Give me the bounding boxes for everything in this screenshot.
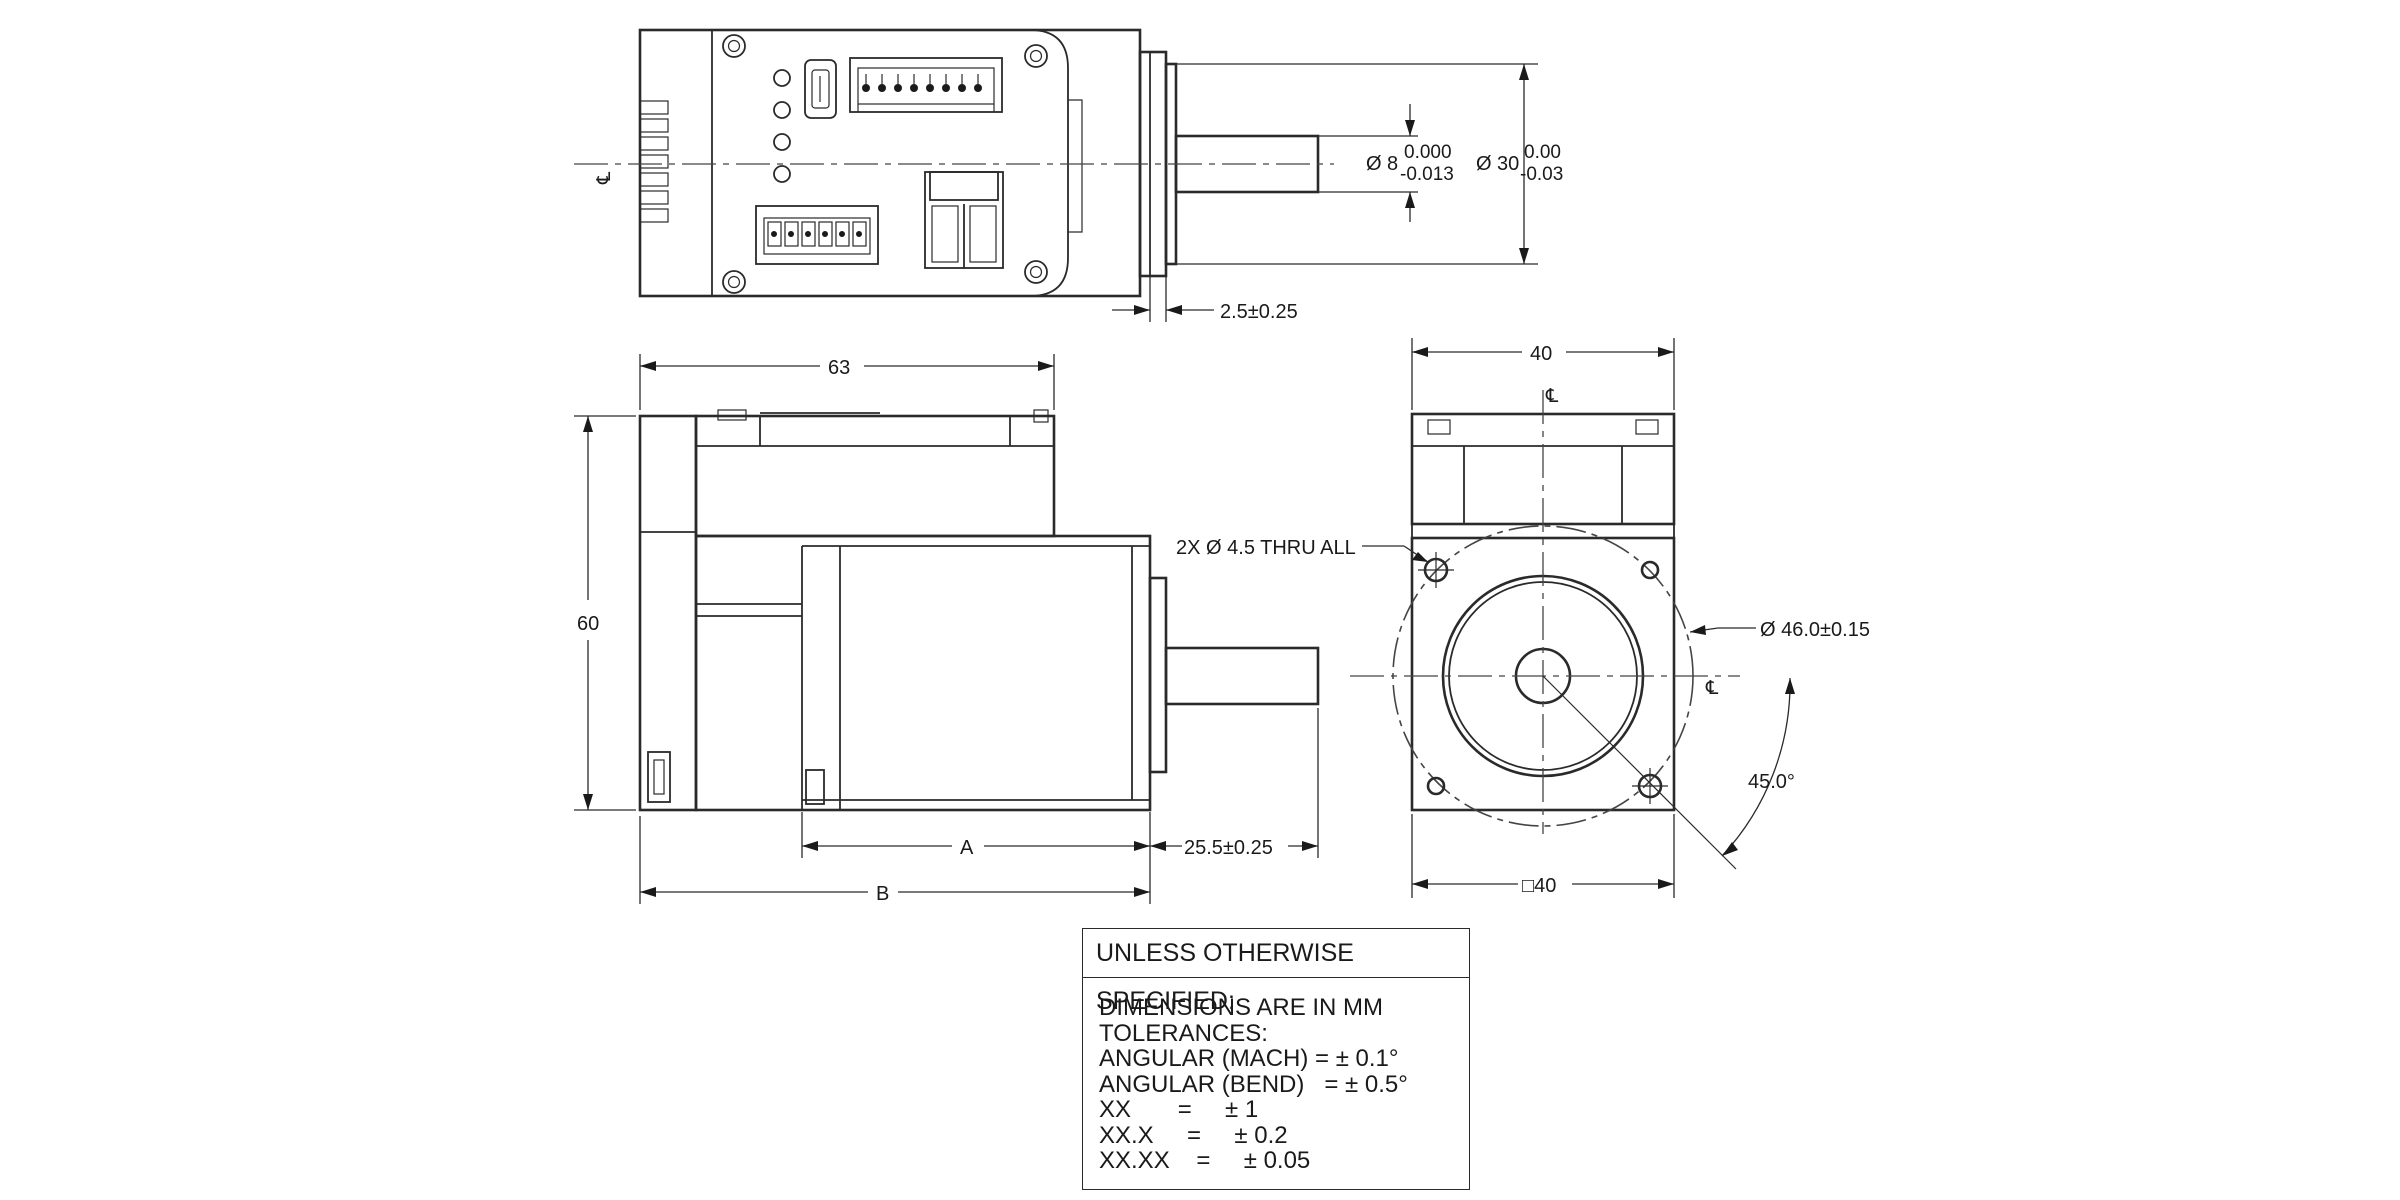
side-clip-right [805,769,825,805]
side-view: 63 60 A 25.5±0.25 [574,354,1320,905]
side-clip-left [647,751,671,803]
body-height-dimension [574,415,636,811]
notes-line: DIMENSIONS ARE IN MM [1099,994,1384,1021]
pilot-dia-symbol: Ø [1476,153,1492,175]
shaft-length-label: 25.5±0.25 [1184,837,1273,859]
side-view-motor-body [694,534,1152,812]
shaft-diameter-dimension [1318,104,1418,222]
driver-board-plate [712,29,1069,297]
side-view-pilot [1148,576,1168,774]
tolerance-notes-box: UNLESS OTHERWISE SPECIFIED: DIMENSIONS A… [1082,928,1470,1190]
corner-screw-icon [722,34,1048,294]
notes-line: ANGULAR (MACH) = ± 0.1° [1099,1045,1399,1072]
front-centerline-symbol-top: ℄ [1545,386,1559,407]
pilot-tol-lower: -0.03 [1520,164,1563,185]
flange-width-top-dimension [1411,338,1675,410]
shaft-tol-upper: 0.000 [1404,142,1452,163]
holes-label: 2X Ø 4.5 THRU ALL [1176,537,1356,559]
encoder-connector-icon [755,205,879,265]
bolt-circle-leader [1689,625,1756,635]
shaft-length-dimension [1150,708,1319,858]
holes-leader [1362,545,1429,563]
body-height-label: 60 [577,613,599,635]
side-view-driver-housing [694,414,1056,538]
notes-line: XX.X = ± 0.2 [1099,1121,1288,1149]
bolt-circle-label: Ø 46.0±0.15 [1760,619,1870,641]
side-view-end-cap [638,414,698,812]
shaft-dia-value: 8 [1387,153,1398,175]
side-view-shaft [1164,646,1320,706]
motor-length-label: A [960,837,974,859]
angle-label: 45.0° [1748,771,1795,793]
notes-header: UNLESS OTHERWISE SPECIFIED: [1083,929,1469,1015]
shaft-dia-symbol: Ø [1366,153,1382,175]
status-led-icon [773,69,791,183]
front-view: ℄ ℄ 40 2X Ø 4.5 THRU ALL Ø 46.0±0.15 [1176,338,1870,898]
cooling-fins [639,100,669,223]
body-length-label: 63 [828,357,850,379]
flange-square-label: □40 [1522,875,1556,897]
body-length-dimension [639,354,1055,410]
top-view: ℄ Ø 8 0.000 -0.013 Ø 30 0.00 -0.03 [574,28,1563,323]
front-centerline-symbol-right: ℄ [1705,678,1719,699]
mounting-hole-icon [1418,552,1668,804]
io-connector-icon [849,57,1003,113]
notes-line: XX.XX = ± 0.05 [1099,1147,1311,1174]
notes-line: TOLERANCES: [1099,1019,1268,1047]
flange-width-top-label: 40 [1530,343,1552,365]
pilot-height-dimension [1112,264,1214,322]
power-connector-icon [924,171,1004,269]
top-view-housing [638,28,1142,298]
notes-line: XX = ± 1 [1099,1096,1259,1123]
centerline-symbol: ℄ [594,171,615,185]
angle-reference-line [1542,675,1737,870]
board-step [1068,99,1083,233]
shaft-tol-lower: -0.013 [1400,164,1454,185]
overall-length-dimension [639,816,1150,904]
notes-line: ANGULAR (BEND) = ± 0.5° [1099,1070,1408,1098]
overall-length-label: B [876,883,889,905]
notes-body: DIMENSIONS ARE IN MM TOLERANCES: ANGULAR… [1083,978,1469,1174]
usb-port-icon [804,59,837,119]
pilot-diameter-dimension [1176,63,1538,265]
pilot-dia-value: 30 [1497,153,1519,175]
flange-square-dimension [1411,814,1675,898]
pilot-height-label: 2.5±0.25 [1220,301,1298,323]
motor-length-dimension [801,812,1151,904]
angle-dimension [1721,677,1795,857]
pilot-tol-upper: 0.00 [1524,142,1561,163]
